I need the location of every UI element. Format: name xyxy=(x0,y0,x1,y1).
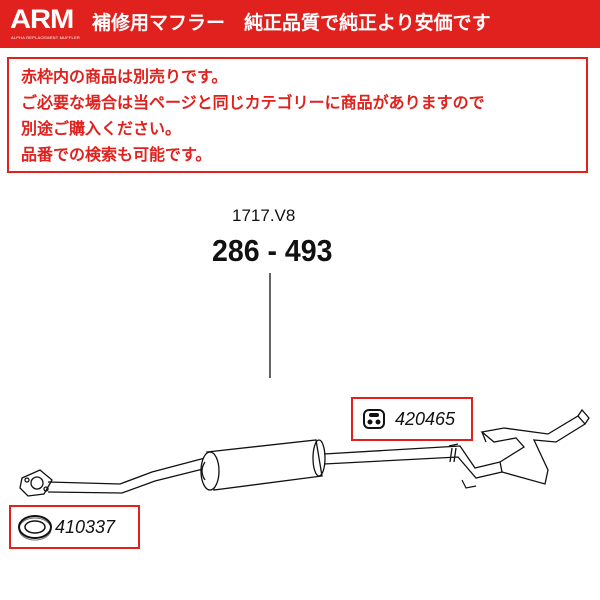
accessory-part-number: 410337 xyxy=(55,517,116,537)
hanger-tab xyxy=(461,479,477,489)
muffler-body xyxy=(200,439,326,491)
notice-line: 別途ご購入ください。 xyxy=(21,119,182,138)
accessory-part-number: 420465 xyxy=(395,409,456,429)
notice-line: ご必要な場合は当ページと同じカテゴリーに商品がありますので xyxy=(21,93,485,112)
gasket-ring-icon xyxy=(18,515,52,541)
notice-box: 赤枠内の商品は別売りです。 ご必要な場合は当ページと同じカテゴリーに商品がありま… xyxy=(7,57,588,173)
logo-text: ARM xyxy=(10,4,74,34)
notice-line: 品番での検索も可能です。 xyxy=(21,145,212,164)
accessory-callout-gasket: 410337 xyxy=(9,505,140,549)
accessory-callout-hanger: 420465 xyxy=(351,397,473,441)
logo-subtitle: ALPHA REPLACEMENT MUFFLER xyxy=(11,35,80,40)
front-pipe xyxy=(47,457,208,494)
notice-line: 赤枠内の商品は別売りです。 xyxy=(21,67,228,86)
mid-pipe xyxy=(323,445,503,479)
header-tagline: 補修用マフラー 純正品質で純正より安価です xyxy=(92,12,491,34)
header-banner: ARM ALPHA REPLACEMENT MUFFLER 補修用マフラー 純正… xyxy=(0,0,600,48)
hanger-mount-icon xyxy=(363,409,385,429)
front-flange xyxy=(19,469,53,497)
part-number: 286 - 493 xyxy=(212,233,333,268)
arm-logo: ARM ALPHA REPLACEMENT MUFFLER xyxy=(10,4,86,44)
tail-pipe xyxy=(480,408,590,485)
model-code: 1717.V8 xyxy=(232,206,296,225)
hanger-rod xyxy=(448,443,459,463)
